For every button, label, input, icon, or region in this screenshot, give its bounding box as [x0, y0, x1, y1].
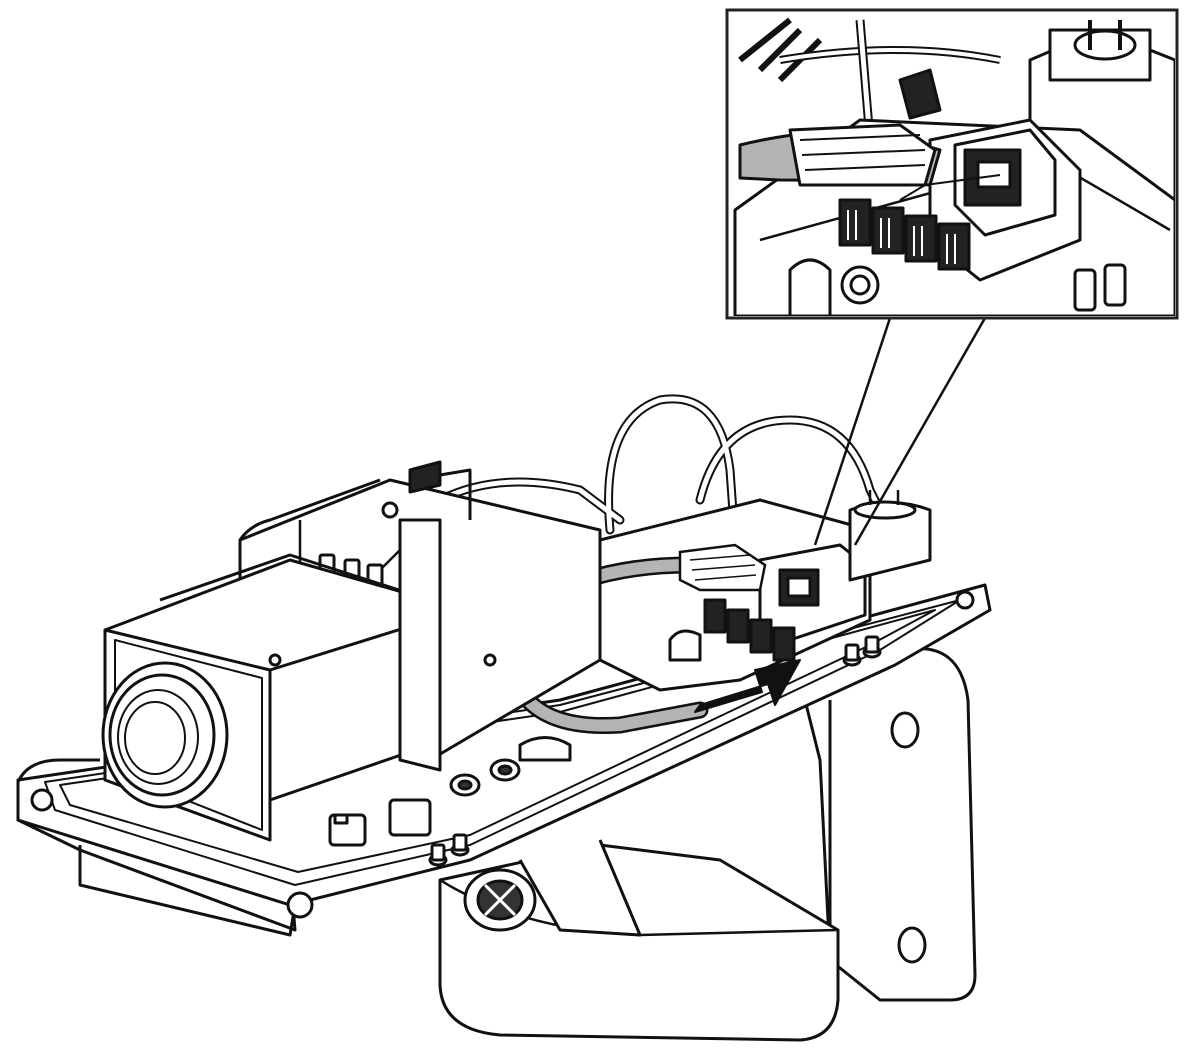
tray-internal-fittings	[328, 736, 572, 847]
rj45-plug	[678, 543, 767, 592]
inset-terminal-blocks	[838, 198, 971, 271]
wall-bracket	[438, 647, 977, 1042]
terminal-blocks	[703, 598, 796, 662]
connector-block	[598, 490, 932, 692]
camera-body	[101, 460, 602, 842]
screw-posts	[428, 635, 882, 867]
detail-inset	[725, 8, 1179, 320]
arrow-right-icon	[694, 659, 801, 713]
pivot-joint	[463, 868, 537, 932]
callout-lines	[813, 317, 987, 546]
camera-lens	[101, 661, 229, 809]
